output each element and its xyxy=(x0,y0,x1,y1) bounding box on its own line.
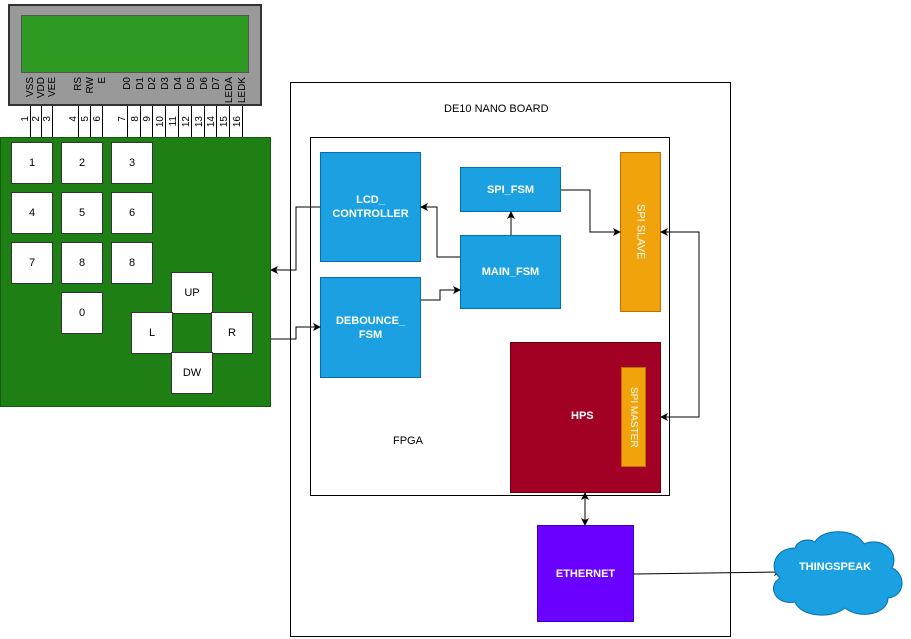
lcd-pin-wire xyxy=(30,106,31,137)
lcd-pin-wire xyxy=(216,106,217,137)
key-2: 2 xyxy=(61,142,103,184)
keypad-board: 1 2 3 4 5 6 7 8 8 0 UP L R DW xyxy=(0,137,271,407)
key-left: L xyxy=(131,312,173,354)
lcd-pin-wire xyxy=(178,106,179,137)
main-fsm-block: MAIN_FSM xyxy=(460,235,561,309)
debounce-fsm-block: DEBOUNCE_ FSM xyxy=(320,277,421,378)
key-7: 7 xyxy=(11,242,53,284)
key-5: 5 xyxy=(61,192,103,234)
spi-fsm-block: SPI_FSM xyxy=(460,167,561,212)
key-0: 0 xyxy=(61,292,103,334)
hps-label: HPS xyxy=(571,410,594,422)
thingspeak-label: THINGSPEAK xyxy=(799,561,871,573)
key-9: 8 xyxy=(111,242,153,284)
thingspeak-cloud-shape xyxy=(773,531,903,616)
wire-ethernet-to-thingspeak xyxy=(633,568,782,577)
lcd-pin-wire xyxy=(127,106,128,137)
lcd-screen xyxy=(21,15,249,73)
wire-spi-fsm-to-spi-slave xyxy=(561,189,621,236)
key-1: 1 xyxy=(11,142,53,184)
board-title: DE10 NANO BOARD xyxy=(444,103,549,115)
lcd-pin-wire xyxy=(78,106,79,137)
lcd-pin-wire xyxy=(102,106,103,137)
lcd-pin-wire xyxy=(229,106,230,137)
wire-debounce-to-main-fsm xyxy=(421,286,461,301)
key-6: 6 xyxy=(111,192,153,234)
lcd-pin-wire xyxy=(90,106,91,137)
key-up: UP xyxy=(171,272,213,314)
key-right: R xyxy=(211,312,253,354)
lcd-pin-wire xyxy=(165,106,166,137)
ethernet-block: ETHERNET xyxy=(537,525,634,622)
wire-spi-slave-to-spi-master xyxy=(660,228,700,421)
wire-main-fsm-to-lcd-controller xyxy=(420,203,460,258)
key-8: 8 xyxy=(61,242,103,284)
lcd-controller-block: LCD_ CONTROLLER xyxy=(320,152,421,262)
lcd-pin-wire xyxy=(41,106,42,137)
lcd-pin-wire xyxy=(152,106,153,137)
lcd-pin-wire xyxy=(140,106,141,137)
lcd-pin-wire xyxy=(52,106,53,137)
fpga-label: FPGA xyxy=(393,435,423,447)
lcd-pin-wire xyxy=(204,106,205,137)
spi-master-block: SPI MASTER xyxy=(621,367,646,467)
wire-lcd-controller-to-display xyxy=(270,206,320,274)
lcd-pin-wire xyxy=(191,106,192,137)
lcd-module xyxy=(8,4,262,106)
wire-keypad-to-debounce xyxy=(271,323,321,340)
key-down: DW xyxy=(171,352,213,394)
key-3: 3 xyxy=(111,142,153,184)
key-4: 4 xyxy=(11,192,53,234)
lcd-pin-wire xyxy=(242,106,243,137)
